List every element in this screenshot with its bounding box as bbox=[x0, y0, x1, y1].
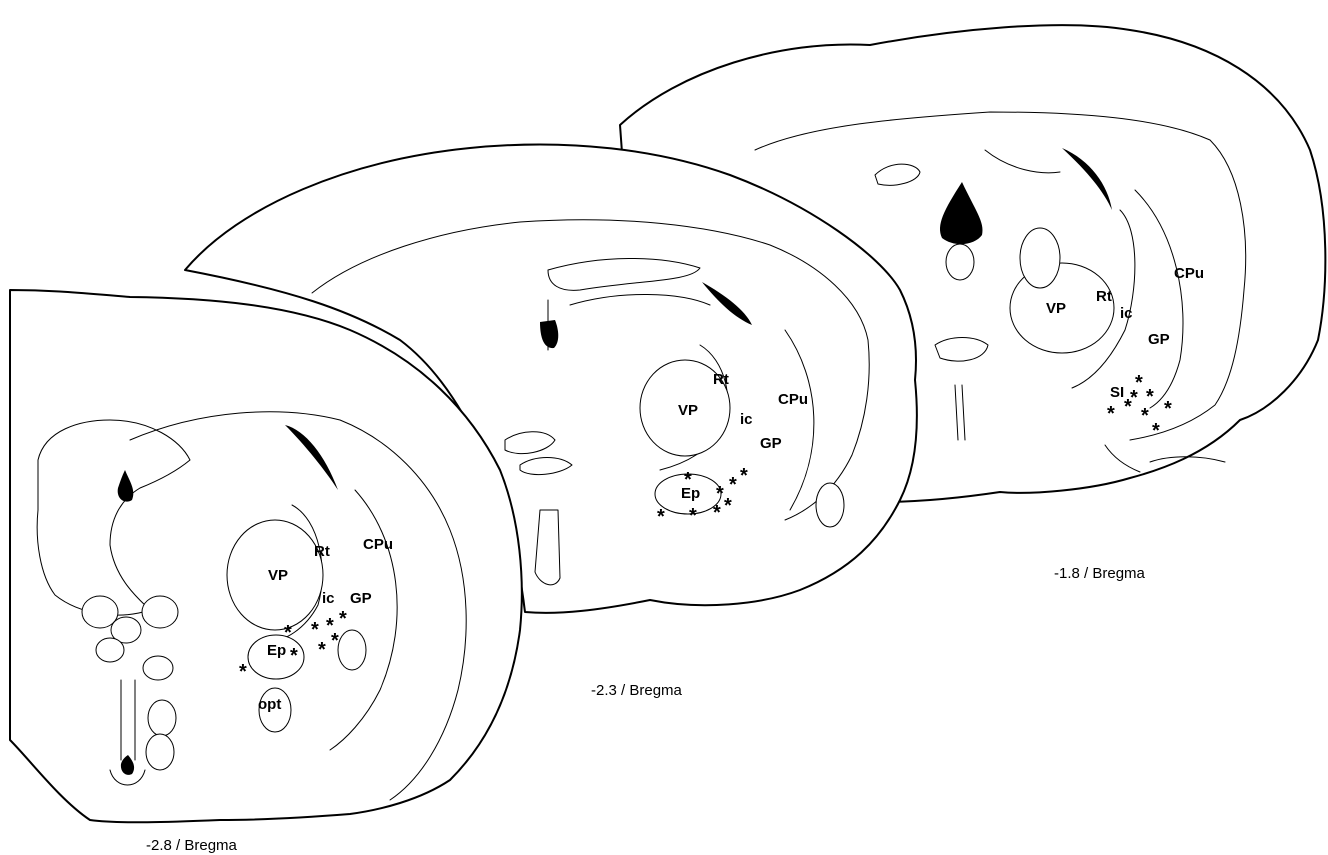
section-middle-label-vp: VP bbox=[678, 402, 698, 419]
section-front-label-ep: Ep bbox=[267, 642, 286, 659]
section-front-label-cpu: CPu bbox=[363, 536, 393, 553]
section-front-caption: -2.8 / Bregma bbox=[146, 837, 238, 854]
section-middle-label-ic: ic bbox=[740, 411, 753, 428]
section-front-structure-a bbox=[338, 630, 366, 670]
section-back-label-ic: ic bbox=[1120, 305, 1133, 322]
marker-asterisk: * bbox=[657, 506, 665, 528]
section-middle-label-ep: Ep bbox=[681, 485, 700, 502]
section-back-label-si: SI bbox=[1110, 384, 1124, 401]
section-back-structure-b bbox=[946, 244, 974, 280]
marker-asterisk: * bbox=[1152, 420, 1160, 442]
section-back-caption: -1.8 / Bregma bbox=[1054, 565, 1146, 582]
section-middle-label-cpu: CPu bbox=[778, 391, 808, 408]
section-back-label-gp: GP bbox=[1148, 331, 1170, 348]
section-front-label-vp: VP bbox=[268, 567, 288, 584]
marker-asterisk: * bbox=[1107, 403, 1115, 425]
marker-asterisk: * bbox=[729, 474, 737, 496]
section-back-label-vp: VP bbox=[1046, 300, 1066, 317]
marker-asterisk: * bbox=[724, 495, 732, 517]
marker-asterisk: * bbox=[1124, 396, 1132, 418]
marker-asterisk: * bbox=[740, 465, 748, 487]
marker-asterisk: * bbox=[331, 630, 339, 652]
section-front-label-gp: GP bbox=[350, 590, 372, 607]
section-middle-caption: -2.3 / Bregma bbox=[591, 682, 683, 699]
section-middle-label-rt: Rt bbox=[713, 371, 729, 388]
marker-asterisk: * bbox=[1141, 405, 1149, 427]
section-back-label-rt: Rt bbox=[1096, 288, 1112, 305]
marker-asterisk: * bbox=[339, 608, 347, 630]
marker-asterisk: * bbox=[689, 505, 697, 527]
section-middle-structure-a bbox=[816, 483, 844, 527]
marker-asterisk: * bbox=[311, 619, 319, 641]
section-front-label-rt: Rt bbox=[314, 543, 330, 560]
section-front-label-ic: ic bbox=[322, 590, 335, 607]
section-back-label-cpu: CPu bbox=[1174, 265, 1204, 282]
section-middle-label-gp: GP bbox=[760, 435, 782, 452]
marker-asterisk: * bbox=[239, 661, 247, 683]
marker-asterisk: * bbox=[1164, 398, 1172, 420]
marker-asterisk: * bbox=[284, 622, 292, 644]
section-front-label-opt: opt bbox=[258, 696, 281, 713]
marker-asterisk: * bbox=[290, 645, 298, 667]
marker-asterisk: * bbox=[318, 639, 326, 661]
marker-asterisk: * bbox=[713, 502, 721, 524]
section-back-structure-a bbox=[1020, 228, 1060, 288]
